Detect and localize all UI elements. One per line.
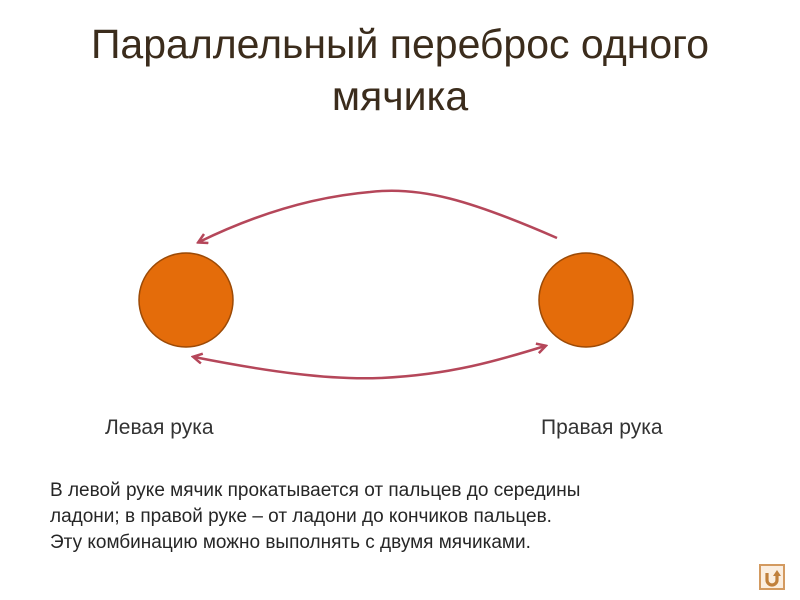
left-ball — [138, 252, 234, 348]
description-line: ладони; в правой руке – от ладони до кон… — [50, 506, 552, 527]
right-hand-label: Правая рука — [541, 416, 663, 439]
description-line: В левой руке мячик прокатывается от паль… — [50, 480, 581, 501]
return-arrow-icon — [765, 570, 781, 587]
bottom-double-arrow — [194, 346, 545, 380]
return-button[interactable] — [759, 564, 785, 590]
description: В левой руке мячик прокатывается от паль… — [50, 478, 770, 556]
title-line-2: мячика — [331, 73, 469, 119]
description-line: Эту комбинацию можно выполнять с двумя м… — [50, 532, 531, 553]
left-hand-label: Левая рука — [105, 416, 214, 439]
title-line-1: Параллельный переброс одного — [90, 21, 710, 67]
top-arrow — [199, 189, 558, 242]
slide-title: Параллельный переброс одного мячика — [0, 18, 800, 122]
right-ball — [538, 252, 634, 348]
